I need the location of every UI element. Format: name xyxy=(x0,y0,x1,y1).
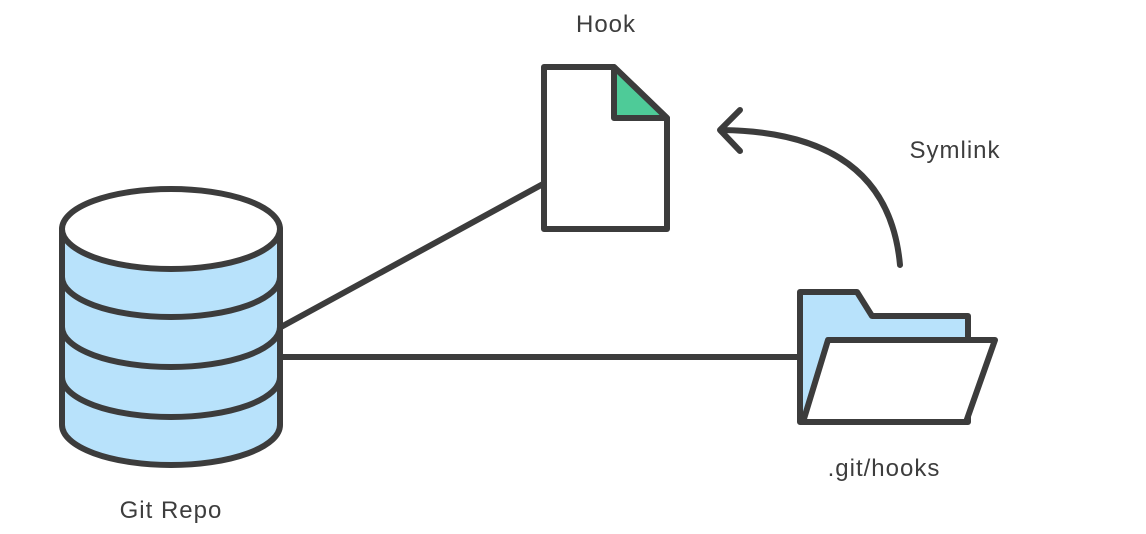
git-hooks-label: .git/hooks xyxy=(828,455,941,482)
file-icon xyxy=(541,64,670,232)
curved-arrow-icon xyxy=(717,107,903,268)
database-band-3 xyxy=(59,374,283,420)
symlink-arrow-curve xyxy=(719,127,903,268)
database-body xyxy=(59,226,283,468)
file-folded-corner xyxy=(611,64,670,121)
git-repo-label: Git Repo xyxy=(120,497,223,524)
hook-label: Hook xyxy=(576,11,636,38)
folder-front xyxy=(800,337,998,425)
symlink-arrow-head xyxy=(717,107,743,154)
symlink-label: Symlink xyxy=(909,137,1000,164)
database-top xyxy=(59,186,283,272)
connector-repo-to-hook xyxy=(278,181,546,330)
database-band-1 xyxy=(59,274,283,320)
folder-icon xyxy=(797,289,998,425)
database-icon xyxy=(59,186,283,468)
database-band-2 xyxy=(59,324,283,370)
file-page xyxy=(541,64,670,232)
